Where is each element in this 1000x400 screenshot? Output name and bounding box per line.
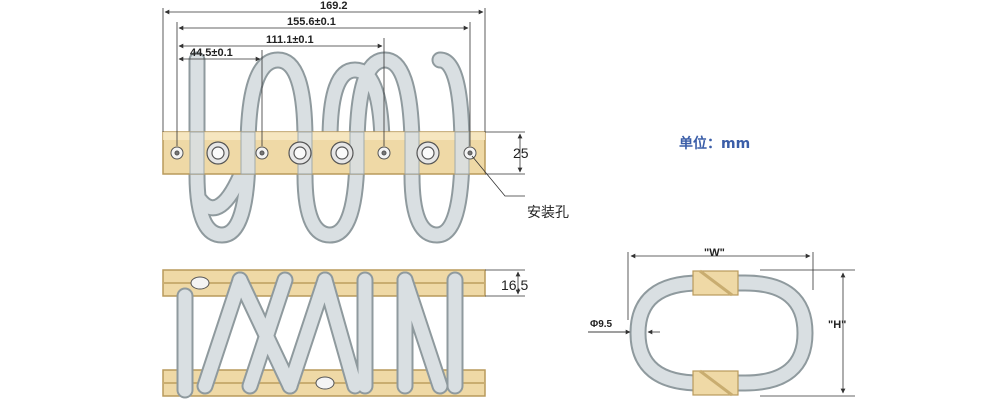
dim-height: "H" <box>828 319 846 331</box>
end-view: "W" "H" Φ9.5 <box>588 247 855 397</box>
dim-overall: 169.2 <box>320 0 348 12</box>
mounting-holes <box>170 141 477 165</box>
unit-label: 单位：mm <box>679 135 750 152</box>
side-coils <box>176 271 464 399</box>
dim-side-height: 16.5 <box>501 277 528 293</box>
dim-wire-diameter: Φ9.5 <box>590 319 613 330</box>
dim-outer-holes: 155.6±0.1 <box>287 16 336 28</box>
top-view: 169.2 155.6±0.1 111.1±0.1 44.5±0.1 25 安装… <box>162 0 569 244</box>
dim-inner-holes: 44.5±0.1 <box>190 47 233 59</box>
dim-middle-holes: 111.1±0.1 <box>266 34 314 46</box>
top-dimensions <box>162 8 525 197</box>
dim-width: "W" <box>704 247 725 259</box>
label-mounting-hole: 安装孔 <box>527 205 569 221</box>
dim-plate-height: 25 <box>513 145 529 161</box>
side-view: 16.5 <box>162 269 528 399</box>
